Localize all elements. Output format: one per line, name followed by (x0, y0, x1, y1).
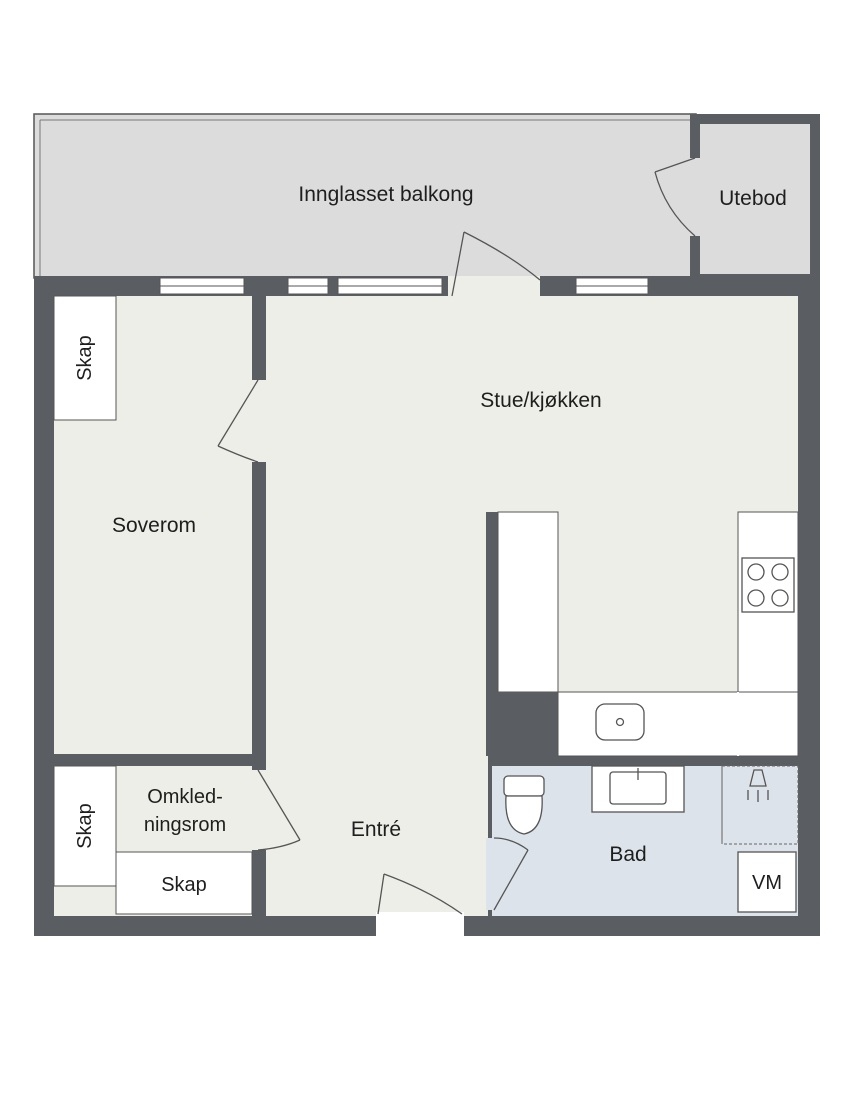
kitchen-island (486, 511, 559, 756)
bedroom-closet (53, 295, 117, 421)
dressing-room-door[interactable] (257, 769, 301, 851)
shed-area (686, 114, 820, 278)
balcony-area (33, 113, 697, 279)
bathroom-door[interactable] (493, 837, 529, 911)
kitchen-sink-icon (595, 703, 645, 741)
bathroom-door-opening (486, 838, 496, 910)
closet-label-dressing-vertical: Skap (74, 803, 96, 849)
closet-label-bedroom: Skap (74, 335, 96, 381)
shed-door[interactable] (654, 157, 696, 237)
room-label-dressing-line2: ningsrom (144, 814, 226, 836)
balcony-door-opening (448, 276, 540, 298)
room-label-balcony: Innglasset balkong (298, 183, 473, 206)
dressing-door-opening (250, 770, 268, 850)
room-label-entrance: Entré (351, 818, 401, 841)
balcony-door[interactable] (451, 231, 541, 297)
bathroom-sink-icon (591, 765, 685, 813)
toilet-icon (503, 775, 545, 835)
dressing-closet-horizontal (115, 851, 253, 915)
room-label-bedroom: Soverom (112, 514, 196, 537)
shower-icon (747, 769, 769, 802)
entrance-door[interactable] (377, 873, 463, 915)
bedroom-door[interactable] (217, 379, 259, 463)
entrance-living-opening (372, 752, 466, 768)
windows (159, 277, 649, 295)
room-label-shed: Utebod (719, 187, 787, 210)
washing-machine (737, 851, 797, 913)
closet-label-dressing-horizontal: Skap (161, 874, 207, 896)
shower-area (721, 765, 799, 845)
entrance-door-opening (376, 912, 464, 938)
room-label-dressing-line1: Omkled- (147, 786, 223, 808)
entrance-floor (266, 754, 488, 916)
room-label-bathroom: Bad (609, 843, 646, 866)
room-label-living-kitchen: Stue/kjøkken (480, 389, 601, 412)
stove-icon (741, 557, 795, 613)
bedroom-door-opening (250, 380, 268, 462)
dressing-closet-vertical (53, 765, 117, 887)
label-washing-machine: VM (752, 872, 782, 894)
